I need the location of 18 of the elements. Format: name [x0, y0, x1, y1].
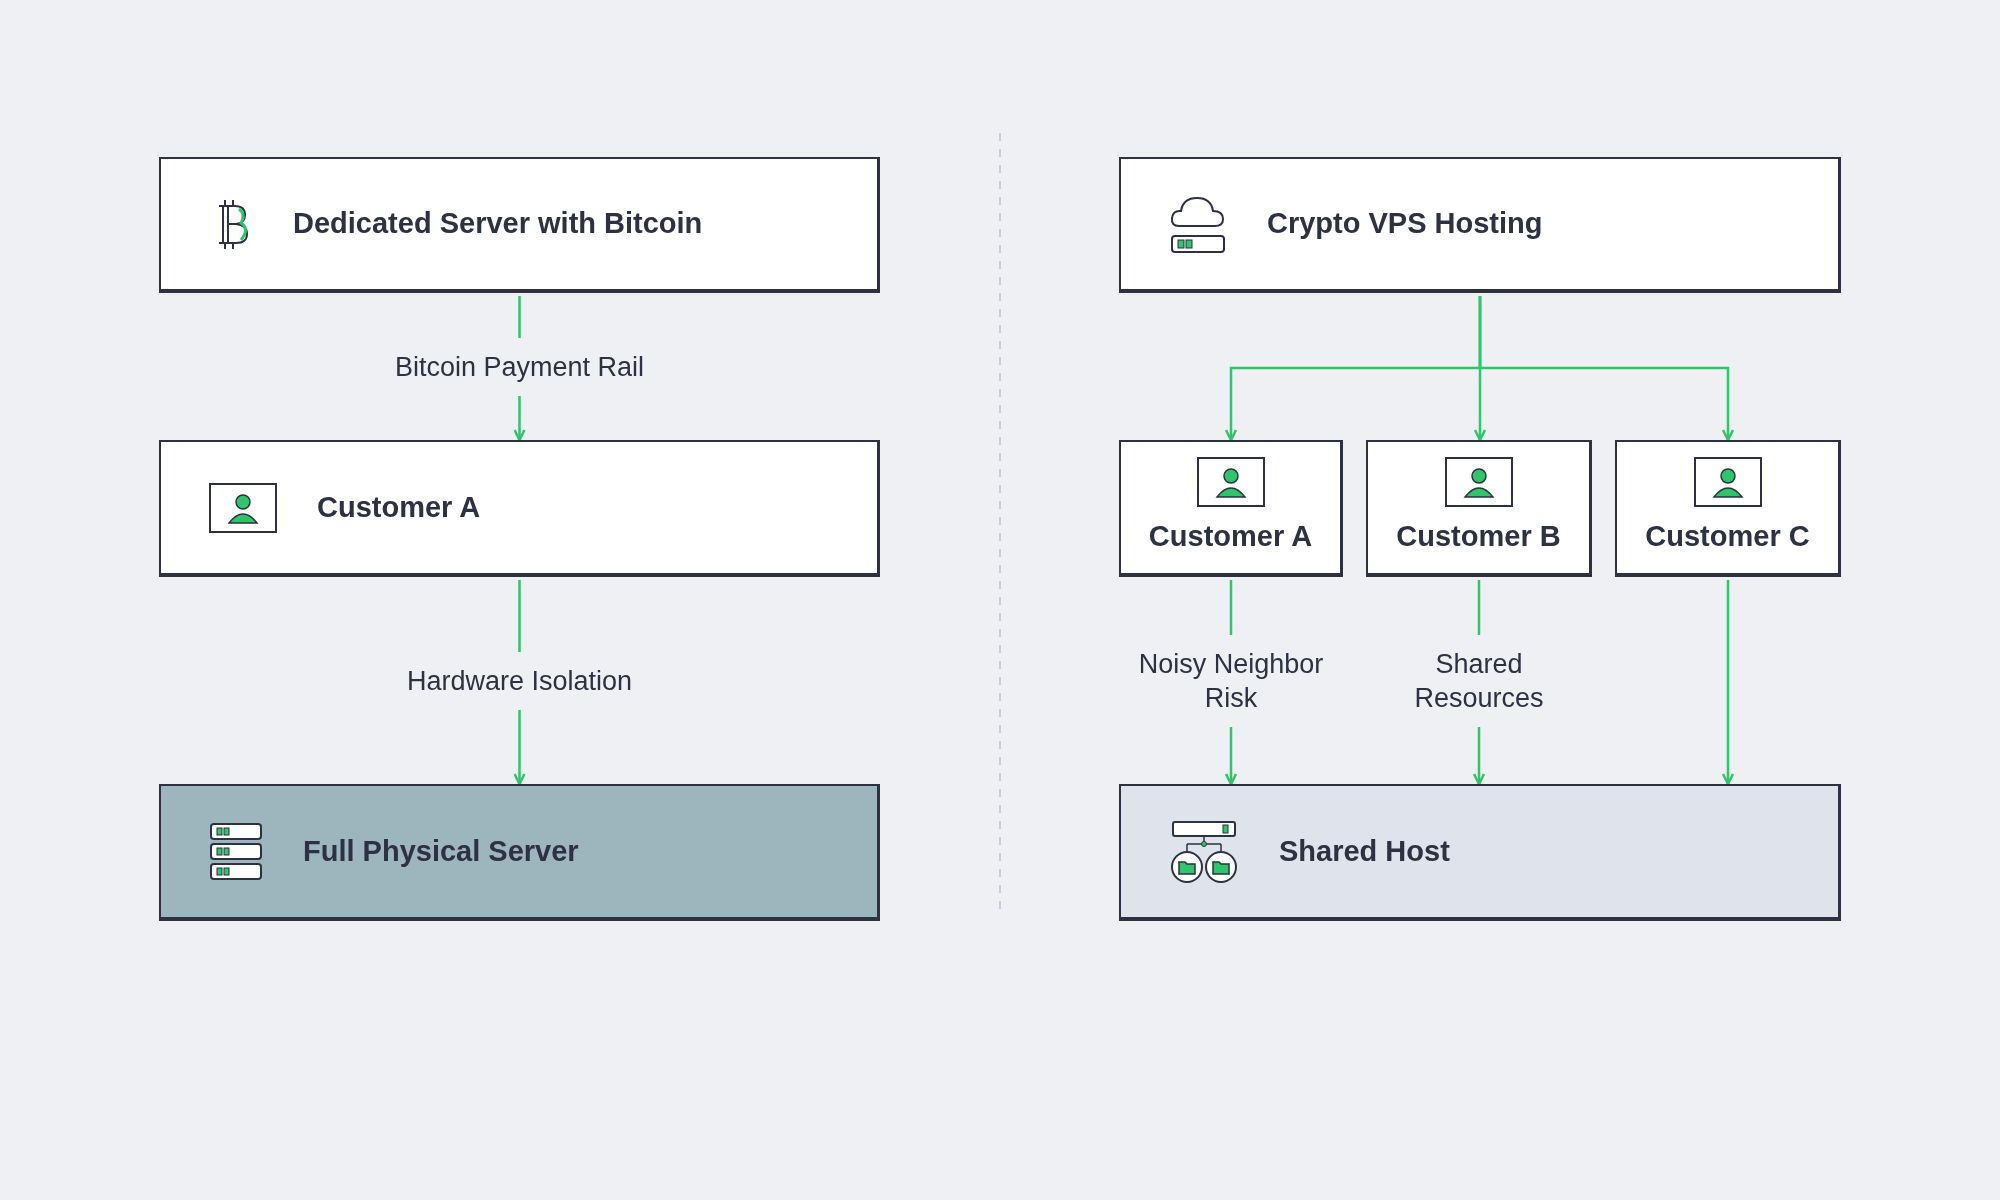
- customer-box: [1615, 440, 1841, 577]
- node-title: Crypto VPS Hosting: [1267, 206, 1543, 242]
- node-box: [1119, 784, 1841, 921]
- customer-box: [1119, 440, 1343, 577]
- arrow: [1721, 580, 1735, 786]
- customer-box: [1366, 440, 1592, 577]
- node-title: Customer C: [1645, 518, 1810, 554]
- node-box: [159, 784, 880, 921]
- node-box: [159, 440, 880, 577]
- node-title: Customer B: [1396, 518, 1561, 554]
- arrow: [1478, 296, 1735, 442]
- node-title: Dedicated Server with Bitcoin: [293, 206, 703, 242]
- node-title: Shared Host: [1279, 833, 1450, 869]
- node-box: [1119, 157, 1841, 293]
- node-title: Customer A: [317, 489, 481, 525]
- node-title: Full Physical Server: [303, 833, 579, 869]
- node-box: [159, 157, 880, 293]
- node-title: Customer A: [1148, 518, 1313, 554]
